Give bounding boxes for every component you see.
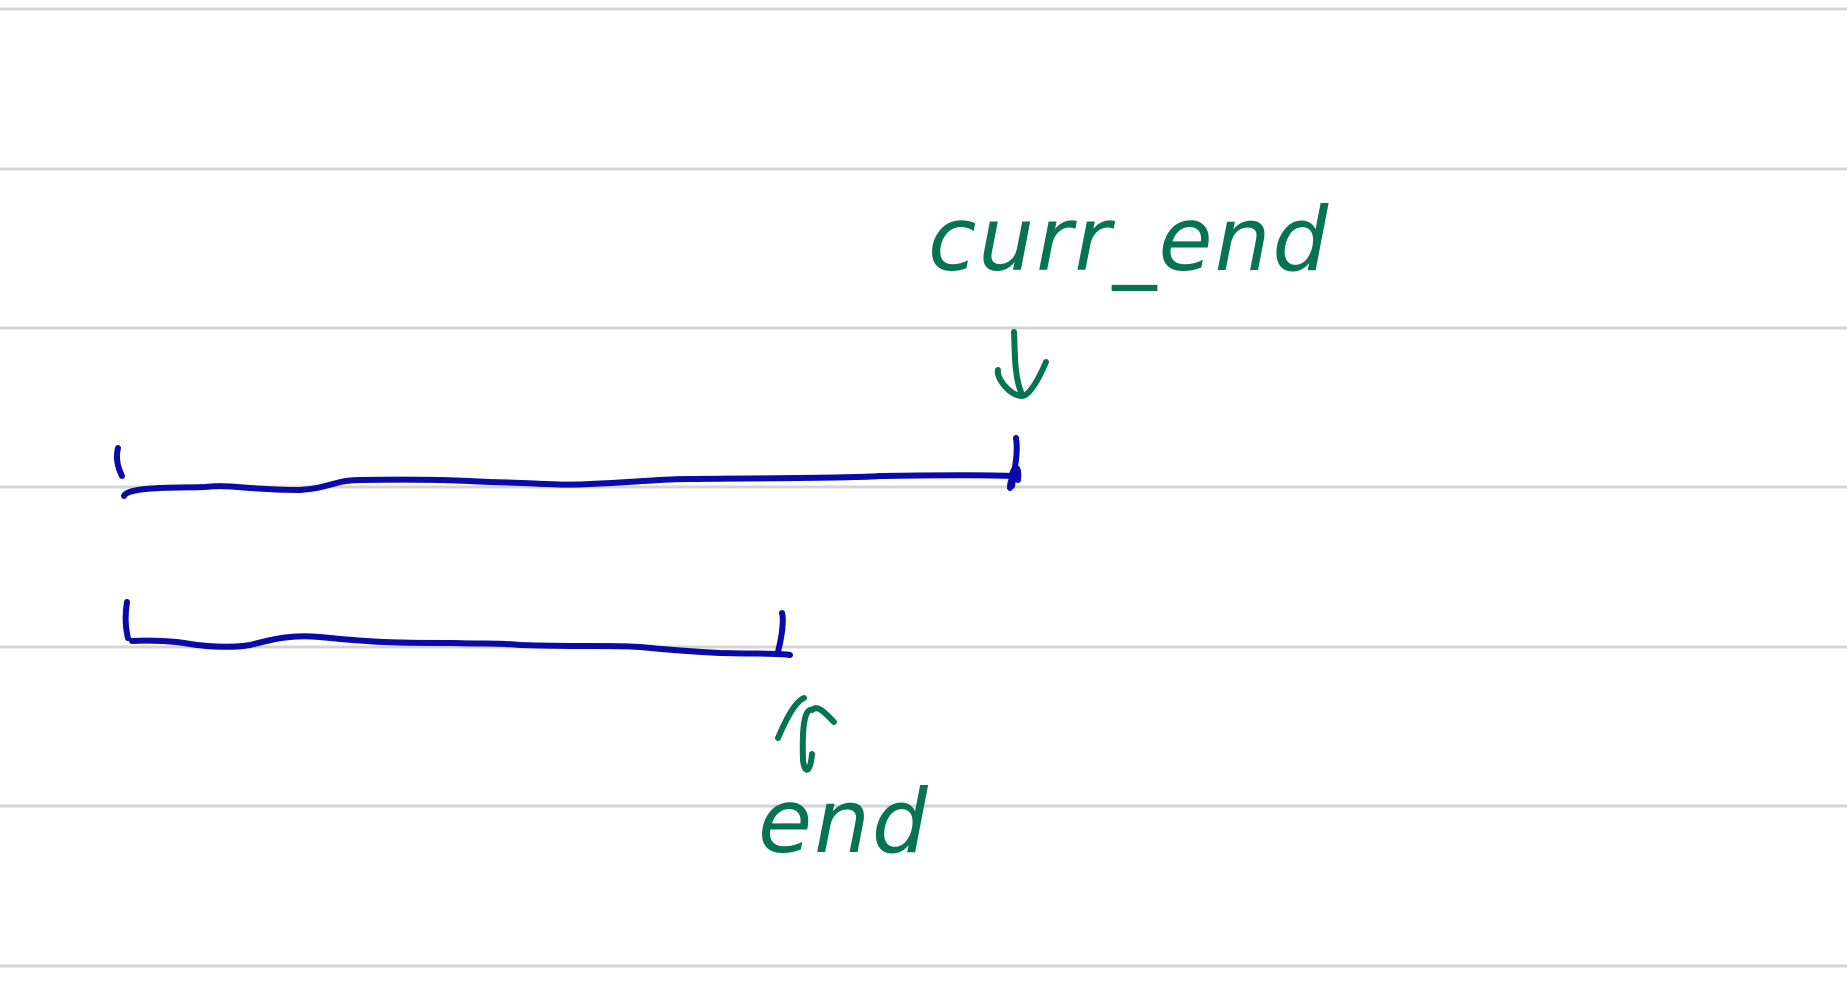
current-interval-end-tick <box>1007 435 1022 491</box>
current-interval-line <box>121 472 1018 499</box>
end-label: end <box>758 770 930 873</box>
curr-end-annotation: curr_end <box>928 188 1330 399</box>
curr-end-arrow-icon <box>994 329 1049 399</box>
current-interval-start-tick <box>114 445 125 479</box>
current-interval <box>114 435 1022 499</box>
new-interval <box>122 599 793 658</box>
new-interval-end-tick <box>775 610 786 655</box>
end-annotation: end <box>758 695 930 873</box>
new-interval-start-tick <box>122 599 131 641</box>
curr-end-label: curr_end <box>928 188 1330 291</box>
end-arrow-icon <box>775 695 837 773</box>
new-interval-line <box>129 633 793 658</box>
